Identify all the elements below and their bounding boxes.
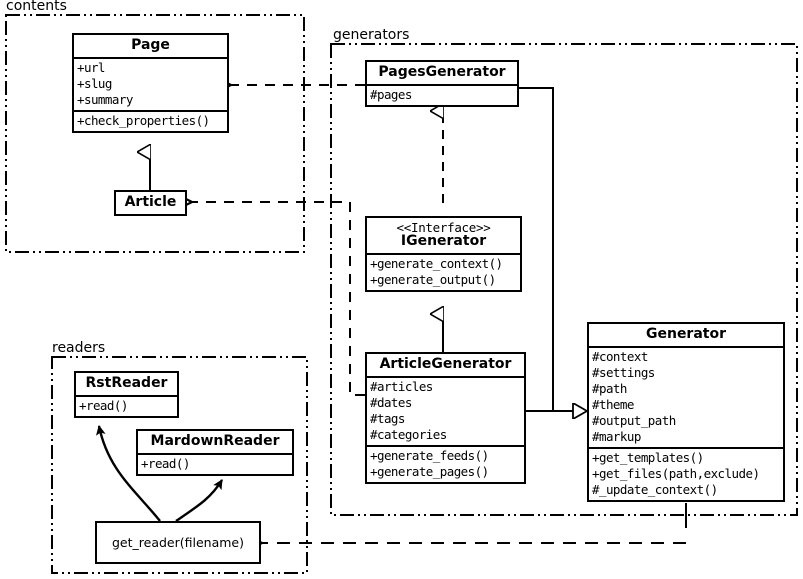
class-attributes-pagesgenerator: #pages [367, 83, 517, 105]
class-operations-rstreader: +read() [76, 394, 177, 416]
operation: +get_templates() [592, 449, 704, 465]
function-box-get-reader[interactable]: get_reader(filename) [95, 521, 261, 564]
operation: +check_properties() [77, 112, 210, 128]
class-attributes-page: +url +slug +summary [74, 56, 227, 110]
relation-get_reader-creates-mardownreader [175, 479, 224, 522]
attribute: +summary [77, 91, 133, 107]
class-box-article[interactable]: Article [114, 190, 187, 216]
attribute: +slug [77, 75, 112, 91]
class-box-pagesgenerator[interactable]: PagesGenerator #pages [365, 60, 519, 107]
class-operations-generator: +get_templates() +get_files(path,exclude… [589, 446, 783, 500]
operation: +read() [141, 455, 190, 471]
attribute: #pages [370, 86, 412, 102]
attribute: #theme [592, 396, 634, 412]
class-box-mardownreader[interactable]: MardownReader +read() [136, 429, 294, 476]
attribute: #articles [370, 378, 433, 394]
class-name-rstreader: RstReader [85, 375, 168, 391]
attribute: #context [592, 348, 648, 364]
attribute: #dates [370, 394, 412, 410]
attribute: #output_path [592, 412, 676, 428]
operation: +generate_pages() [370, 463, 489, 479]
operation: +generate_context() [370, 255, 503, 271]
class-name-page: Page [131, 37, 170, 53]
class-box-page[interactable]: Page +url +slug +summary +check_properti… [72, 33, 229, 133]
class-box-articlegenerator[interactable]: ArticleGenerator #articles #dates #tags … [365, 352, 526, 484]
class-name-article: Article [124, 194, 177, 210]
class-name-text-igenerator: IGenerator [400, 233, 487, 250]
class-name-articlegenerator: ArticleGenerator [379, 356, 512, 372]
function-label-get-reader: get_reader(filename) [112, 535, 244, 550]
attribute: +url [77, 59, 105, 75]
class-attributes-articlegenerator: #articles #dates #tags #categories [367, 375, 524, 445]
class-name-generator: Generator [645, 326, 726, 342]
class-name-mardownreader: MardownReader [150, 433, 280, 449]
class-attributes-generator: #context #settings #path #theme #output_… [589, 345, 783, 447]
attribute: #tags [370, 410, 405, 426]
class-operations-igenerator: +generate_context() +generate_output() [367, 252, 520, 290]
relation-generator-depends-get_reader [262, 503, 687, 543]
package-label-contents: contents [4, 0, 69, 14]
attribute: #markup [592, 428, 641, 444]
operation: +get_files(path,exclude) [592, 465, 760, 481]
attribute: #categories [370, 426, 447, 442]
class-box-igenerator[interactable]: <<Interface>> IGenerator +generate_conte… [365, 216, 522, 292]
operation: #_update_context() [592, 481, 718, 497]
operation: +read() [79, 397, 128, 413]
package-label-readers: readers [50, 340, 108, 356]
relation-articlegenerator-depends-article [192, 202, 365, 396]
class-box-generator[interactable]: Generator #context #settings #path #them… [587, 322, 785, 502]
operation: +generate_output() [370, 271, 496, 287]
relation-generators-inherit-generator [519, 87, 587, 411]
attribute: #path [592, 380, 627, 396]
class-operations-page: +check_properties() [74, 109, 227, 131]
class-name-igenerator: <<Interface>> IGenerator [367, 218, 520, 253]
operation: +generate_feeds() [370, 447, 489, 463]
class-operations-mardownreader: +read() [138, 452, 292, 474]
class-box-rstreader[interactable]: RstReader +read() [74, 371, 179, 418]
class-name-pagesgenerator: PagesGenerator [378, 64, 506, 80]
class-operations-articlegenerator: +generate_feeds() +generate_pages() [367, 444, 524, 482]
package-label-generators: generators [331, 27, 412, 43]
attribute: #settings [592, 364, 655, 380]
